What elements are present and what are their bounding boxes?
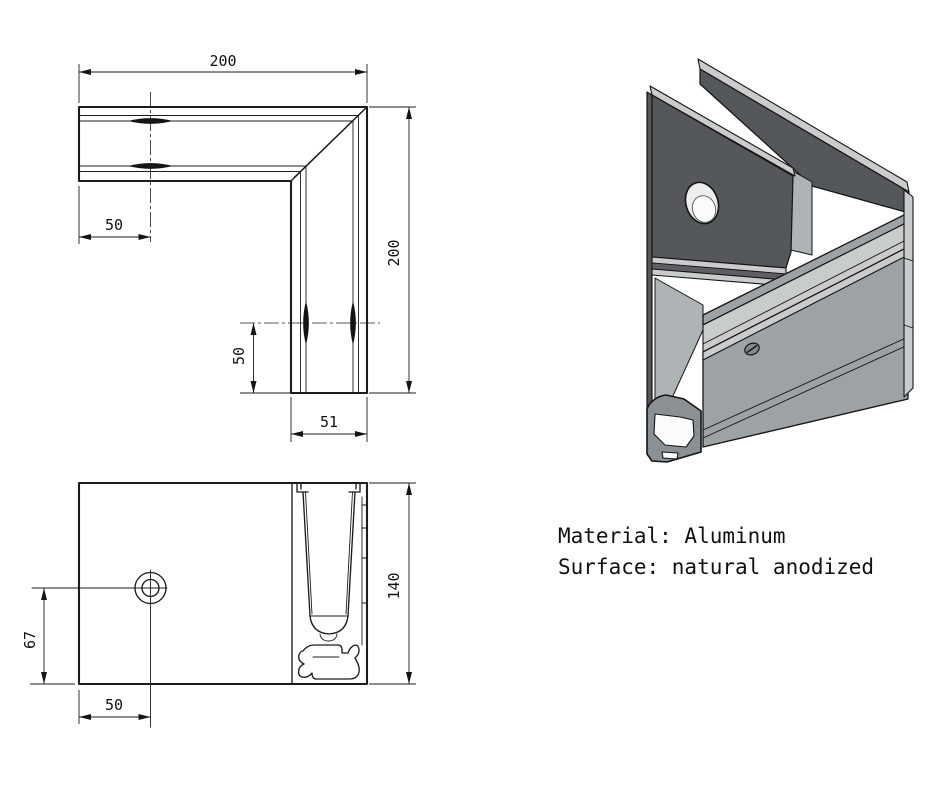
dim-profile-width: 51 [290,397,368,442]
dim-label: 67 [21,631,39,649]
iso-channel-interior [654,277,704,421]
iso-cut-cavity [653,413,695,448]
dim-hole-from-end: 50 [78,690,151,724]
iso-rail-groove [702,336,909,431]
dim-top-width: 200 [78,52,368,103]
dim-right-height: 200 [369,106,416,394]
iso-rail-end [903,189,914,398]
iso-band-groove [702,238,909,345]
iso-cut-slot [661,451,679,460]
top-view: 200 50 50 51 200 [77,52,416,442]
dim-label: 140 [385,572,403,599]
material-notes: Material: Aluminum Surface: natural anod… [558,524,874,579]
outer-wall-steps [361,496,368,646]
dim-label: 50 [230,347,248,365]
dim-side-height: 140 [369,482,416,685]
dim-label: 200 [385,239,403,266]
top-view-profile-lines [78,115,359,394]
dim-label: 200 [209,52,236,70]
slot-lenses [128,118,356,345]
iso-plate-left-top-edge [649,85,796,177]
dim-label: 50 [105,216,123,234]
miter-seam-inner [293,109,364,178]
dim-label: 51 [320,413,338,431]
side-view: 67 50 140 [21,481,416,728]
dim-slot-offset-y: 50 [230,323,291,394]
dim-label: 50 [105,696,123,714]
iso-rail-groove-2 [702,344,909,439]
side-view-outline [77,481,369,686]
iso-hole [684,181,720,225]
iso-view [646,58,914,463]
screw-channel-cavity [297,644,360,680]
slot-mouth [296,483,361,493]
material-note: Material: Aluminum [558,524,786,548]
dim-hole-from-bottom: 67 [21,588,75,685]
iso-screw-hole [744,342,760,356]
dim-slot-offset-x: 50 [78,186,151,244]
surface-note: Surface: natural anodized [558,555,874,579]
iso-plate-left-edge [646,91,653,419]
glazing-slot [302,491,356,642]
iso-slot-gap [790,169,813,256]
